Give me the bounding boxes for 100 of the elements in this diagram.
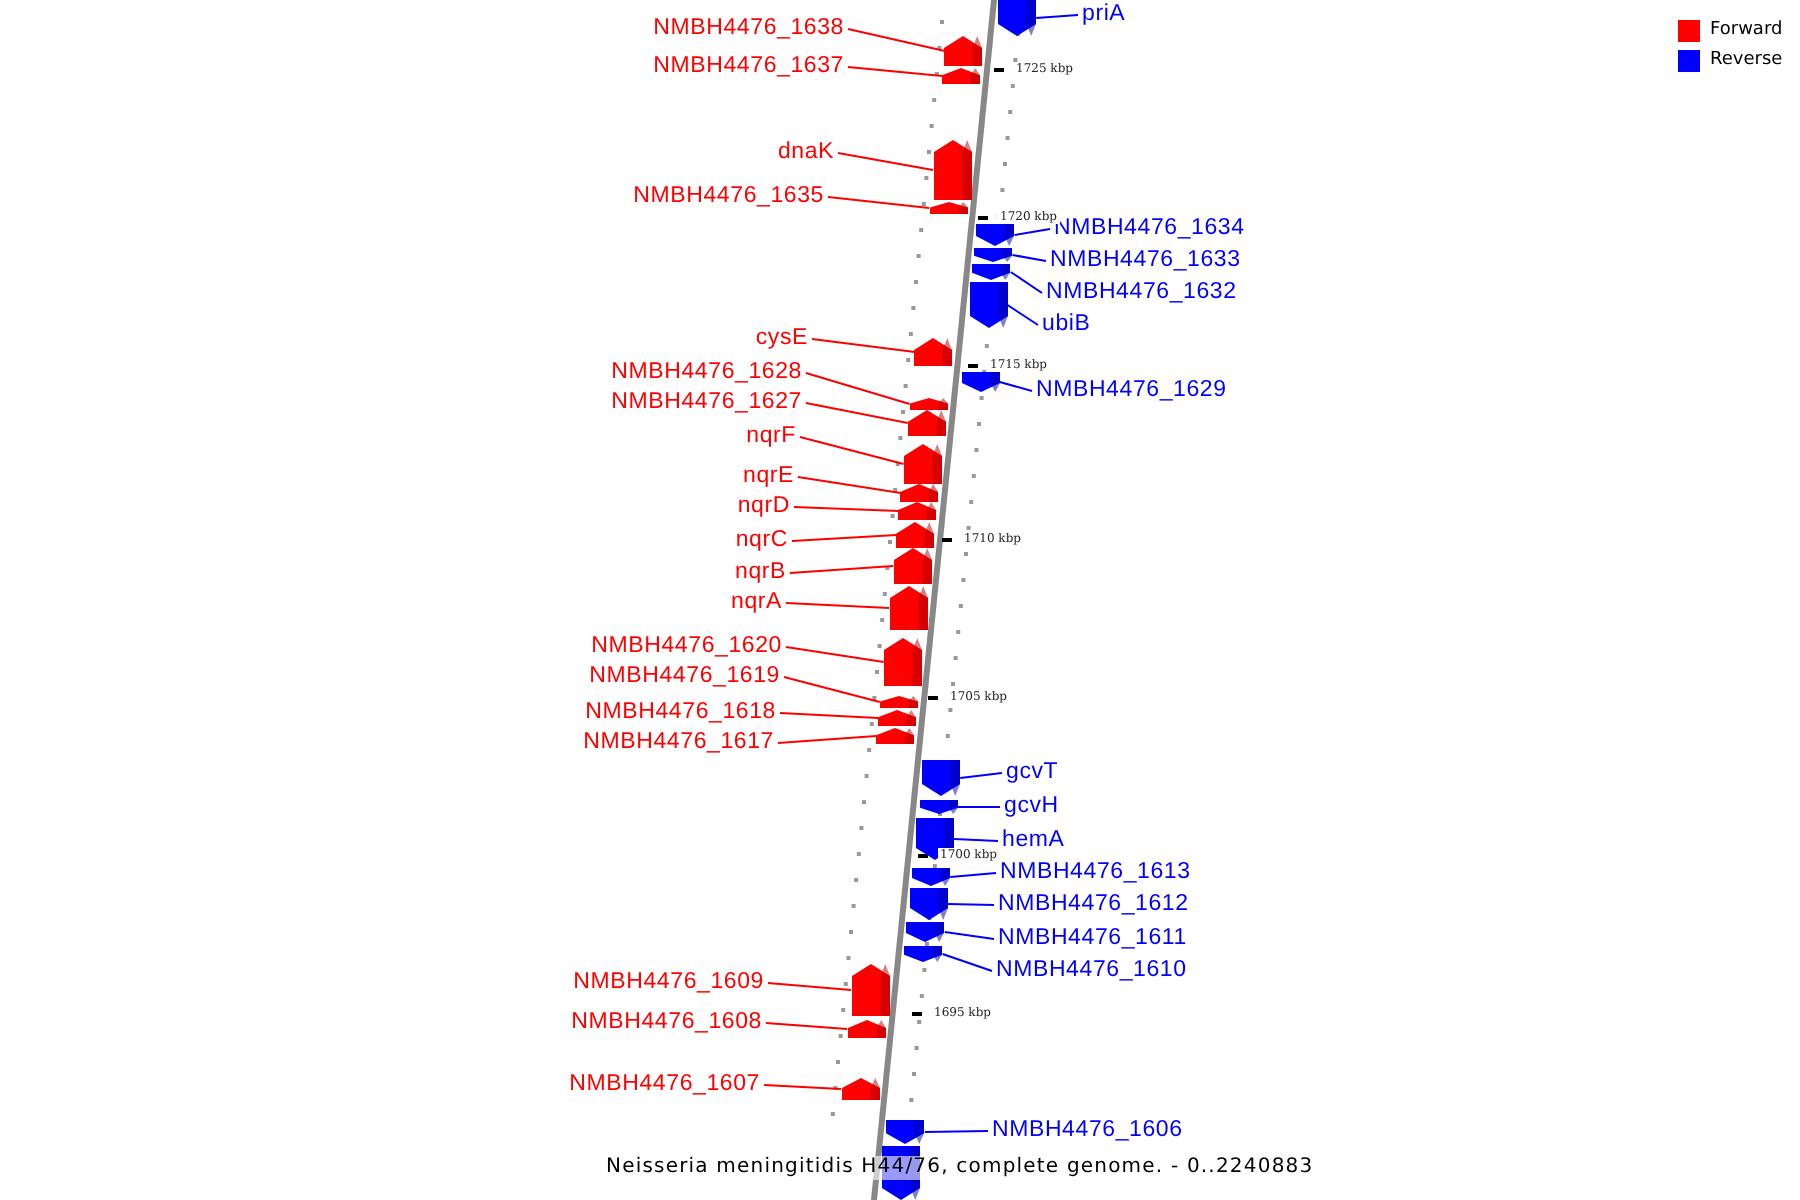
- gene-block: [972, 264, 1011, 280]
- gene-label: NMBH4476_1608: [571, 1010, 762, 1036]
- gene-block: [919, 800, 958, 814]
- gene-block: [974, 248, 1013, 262]
- leader-line: [953, 838, 999, 842]
- leader-line: [847, 66, 944, 77]
- leader-line: [797, 476, 902, 494]
- leader-line: [998, 381, 1033, 392]
- gene-block: [900, 484, 939, 502]
- gene-label: cysE: [755, 326, 808, 352]
- gene-block: [929, 202, 968, 214]
- gene-block: [909, 398, 948, 410]
- gene-block: [851, 964, 889, 1016]
- gene-label: NMBH4476_1637: [653, 54, 844, 80]
- gene-block: [909, 888, 948, 920]
- gene-label: NMBH4476_1633: [1050, 248, 1241, 274]
- gene-label: hemA: [1002, 828, 1065, 854]
- leader-line: [799, 436, 905, 465]
- leader-line: [763, 1084, 843, 1090]
- leader-line: [783, 676, 881, 703]
- leader-line: [1035, 14, 1079, 19]
- gene-label: nqrE: [743, 464, 794, 490]
- gene-label: NMBH4476_1632: [1046, 280, 1237, 306]
- leader-line: [765, 1022, 849, 1030]
- gene-label: nqrF: [746, 424, 796, 450]
- leader-line: [1011, 254, 1047, 262]
- gene-label: gcvH: [1004, 794, 1059, 820]
- caption: Neisseria meningitidis H44/76, complete genome. - 0..2240883: [606, 1156, 1314, 1180]
- gene-label: dnaK: [777, 140, 834, 166]
- gene-block: [906, 922, 945, 942]
- gene-block: [961, 372, 1000, 392]
- leader-line: [956, 806, 1001, 808]
- gene-label: nqrA: [731, 590, 782, 616]
- gene-label: NMBH4476_1627: [611, 390, 802, 416]
- leader-line: [946, 903, 995, 906]
- gene-label: NMBH4476_1612: [998, 892, 1189, 918]
- leader-line: [785, 646, 885, 663]
- gene-label: NMBH4476_1635: [633, 184, 824, 210]
- gene-label: nqrC: [735, 528, 788, 554]
- leader-line: [811, 338, 916, 353]
- gene-label: NMBH4476_1634: [1054, 216, 1245, 242]
- gene-label: nqrB: [735, 560, 786, 586]
- gene-block: [841, 1078, 880, 1100]
- legend-label: Reverse: [1710, 50, 1783, 72]
- gene-block: [942, 68, 981, 84]
- leader-line: [941, 953, 993, 972]
- gene-block: [898, 502, 937, 520]
- gene-block: [878, 710, 917, 726]
- gene-label: nqrD: [737, 494, 790, 520]
- gene-block: [879, 696, 918, 708]
- leader-line: [837, 152, 934, 171]
- leader-line: [923, 1130, 989, 1133]
- gene-label: ubiB: [1042, 312, 1091, 338]
- gene-label: NMBH4476_1618: [585, 700, 776, 726]
- gene-label: NMBH4476_1609: [573, 970, 764, 996]
- leader-line: [789, 565, 895, 574]
- leader-line: [847, 28, 946, 52]
- gene-block: [889, 586, 928, 630]
- leader-line: [805, 372, 911, 405]
- leader-line: [1009, 271, 1043, 294]
- gene-label: NMBH4476_1628: [611, 360, 802, 386]
- leader-line: [785, 602, 891, 609]
- gene-block: [893, 548, 932, 584]
- gene-block: [876, 728, 915, 744]
- leader-line: [777, 735, 878, 744]
- leader-line: [791, 534, 898, 542]
- leader-line: [943, 931, 995, 940]
- leader-line: [1006, 304, 1039, 326]
- gene-label: NMBH4476_1610: [996, 958, 1187, 984]
- legend-label: Forward: [1710, 20, 1783, 42]
- gene-block: [914, 338, 953, 366]
- gene-label: NMBH4476_1638: [653, 16, 844, 42]
- leader-line: [959, 772, 1003, 779]
- gene-block: [944, 36, 983, 66]
- leader-line: [1013, 228, 1051, 236]
- gene-block: [922, 760, 961, 796]
- leader-line: [767, 982, 852, 991]
- leader-line: [779, 712, 880, 719]
- gene-label: NMBH4476_1619: [589, 664, 780, 690]
- gene-block: [883, 638, 922, 686]
- gene-block: [912, 868, 951, 886]
- gene-label: NMBH4476_1617: [583, 730, 774, 756]
- gene-block: [976, 224, 1015, 246]
- gene-label: priA: [1082, 2, 1126, 28]
- gene-label: NMBH4476_1620: [591, 634, 782, 660]
- gene-block: [896, 522, 935, 548]
- gene-block: [904, 946, 943, 962]
- gene-label: NMBH4476_1613: [1000, 860, 1191, 886]
- leader-line: [827, 196, 931, 209]
- gene-label: NMBH4476_1611: [998, 926, 1187, 952]
- gene-block: [998, 0, 1037, 36]
- leader-line: [805, 402, 909, 424]
- leader-line: [949, 872, 997, 878]
- gene-label: NMBH4476_1607: [569, 1072, 760, 1098]
- gene-label: NMBH4476_1629: [1036, 378, 1227, 404]
- gene-label: gcvT: [1006, 760, 1059, 786]
- leader-line: [793, 506, 900, 512]
- gene-label: NMBH4476_1606: [992, 1118, 1183, 1144]
- gene-block: [886, 1120, 925, 1144]
- gene-block: [847, 1020, 886, 1038]
